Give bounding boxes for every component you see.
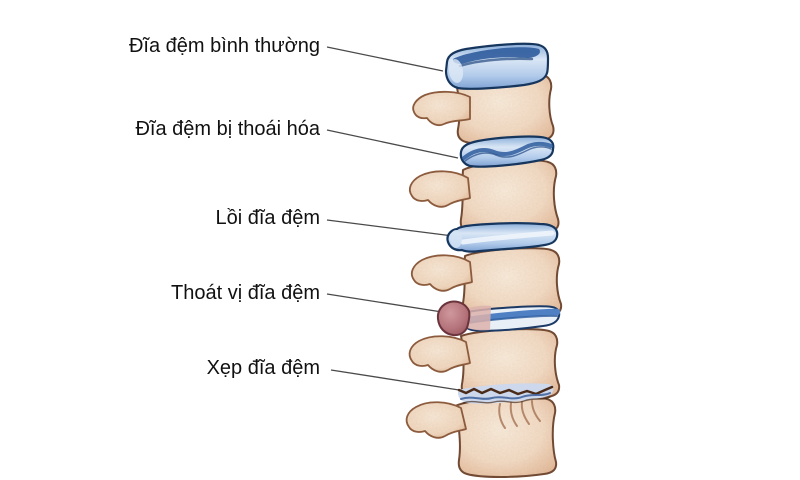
leader-line-collapsed-disc: [330, 369, 460, 391]
leader-line-degenerated-disc: [326, 129, 459, 159]
label-herniated-disc: Thoát vị đĩa đệm: [171, 282, 320, 304]
leader-line-herniated-disc: [326, 293, 443, 313]
hernia-neck: [465, 305, 491, 331]
label-degenerated-disc: Đĩa đệm bị thoái hóa: [135, 118, 320, 140]
label-collapsed-disc: Xẹp đĩa đệm: [206, 357, 320, 379]
herniated-disc: [436, 300, 561, 337]
leader-lines: [326, 46, 460, 391]
hernia-bulge: [436, 300, 471, 337]
degenerated-disc: [459, 135, 555, 168]
leader-line-bulging-disc: [326, 219, 454, 237]
collapsed-disc: [457, 383, 554, 404]
bulging-disc: [446, 222, 559, 253]
label-normal-disc: Đĩa đệm bình thường: [128, 35, 320, 57]
label-bulging-disc: Lồi đĩa đệm: [215, 207, 320, 229]
leader-line-normal-disc: [326, 46, 444, 72]
normal-disc: [444, 42, 550, 90]
bone-texture: [405, 72, 563, 478]
